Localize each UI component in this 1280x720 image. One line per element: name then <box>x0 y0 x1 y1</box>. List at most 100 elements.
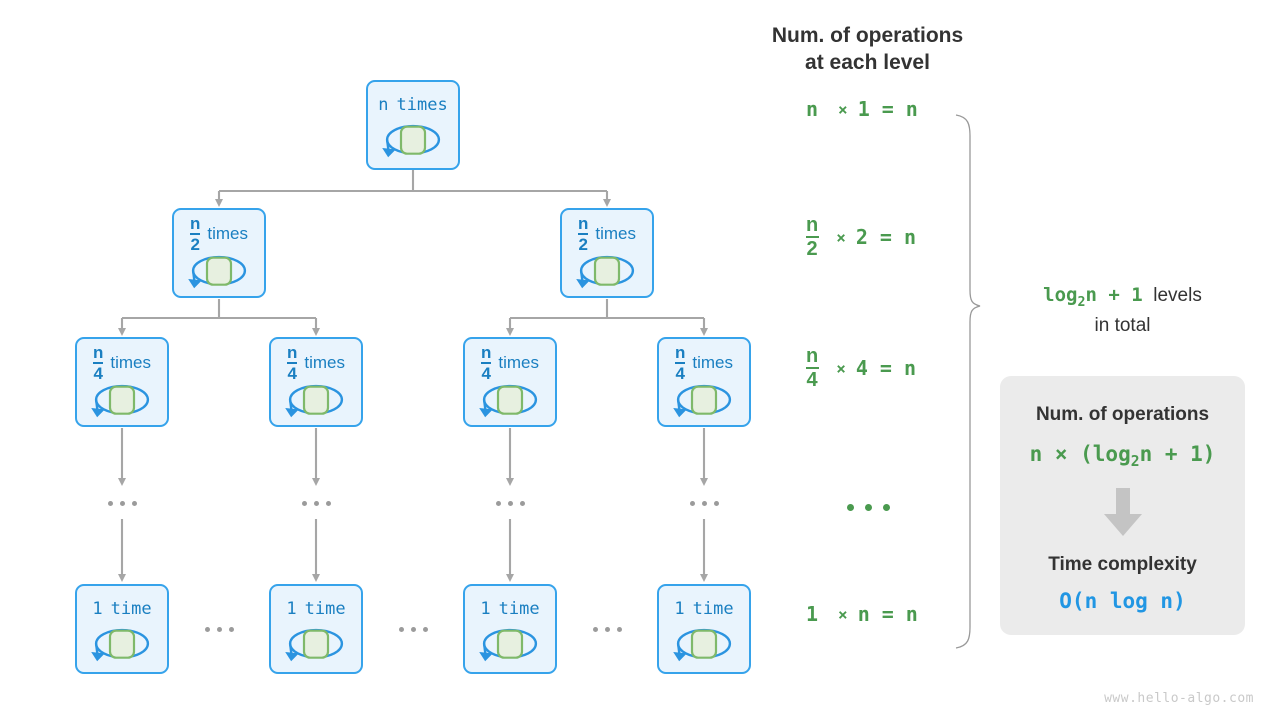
equals-operator: = <box>879 356 893 380</box>
node-count: n <box>378 94 389 115</box>
fraction: n 2 <box>189 214 201 253</box>
fraction: n 2 <box>806 215 820 261</box>
fraction-numerator: n <box>806 344 820 367</box>
recursion-node-level-last-3[interactable]: 1 time <box>463 584 557 674</box>
node-loop <box>87 379 157 428</box>
node-loop <box>378 119 448 168</box>
fraction-bar <box>92 362 104 364</box>
levels-formula: log2n + 1 <box>1043 284 1143 310</box>
watermark: www.hello-algo.com <box>1104 691 1254 706</box>
recursion-node-level-last-4[interactable]: 1 time <box>657 584 751 674</box>
recursion-node-level-3-4[interactable]: n 4 times <box>657 337 751 427</box>
fraction-numerator: n <box>286 343 298 362</box>
recursion-node-level-2-1[interactable]: n 2 times <box>172 208 266 298</box>
self-loop-icon <box>576 255 635 289</box>
node-unit: times <box>498 353 539 372</box>
operation-result: n <box>905 602 919 626</box>
operations-column-heading: Num. of operations at each level <box>745 22 990 77</box>
self-loop-icon <box>188 255 247 289</box>
fraction: n 4 <box>92 343 104 383</box>
recursion-node-level-last-2[interactable]: 1 time <box>269 584 363 674</box>
card-complexity-title: Time complexity <box>1048 554 1197 576</box>
card-ops-formula: n × (log2n + 1) <box>1029 442 1216 471</box>
down-arrow-icon <box>1103 488 1142 537</box>
fraction-bar <box>674 362 686 364</box>
fraction-bar <box>806 366 820 370</box>
recursion-node-level-1-1[interactable]: n times <box>366 80 460 170</box>
node-count: 1 <box>286 598 297 619</box>
operand-right: 1 <box>857 97 871 121</box>
node-label: n 2 times <box>189 215 248 253</box>
equals-operator: = <box>881 97 895 121</box>
node-unit: time <box>498 598 540 619</box>
vertical-ellipsis-1 <box>107 500 137 506</box>
node-label: n 4 times <box>92 344 151 382</box>
horizontal-ellipsis-2 <box>398 626 428 632</box>
node-loop <box>475 379 545 428</box>
operation-box <box>302 629 330 659</box>
self-loop-icon <box>285 628 344 662</box>
heading-line-2: at each level <box>805 51 930 75</box>
fraction-numerator: n <box>189 214 201 233</box>
node-loop <box>184 250 254 299</box>
equals-operator: = <box>879 225 893 249</box>
fraction: n 4 <box>674 343 686 383</box>
node-count: 1 <box>92 598 103 619</box>
recursion-node-level-3-3[interactable]: n 4 times <box>463 337 557 427</box>
fraction-bar <box>577 233 589 235</box>
operation-box <box>496 629 524 659</box>
node-loop <box>669 379 739 428</box>
fraction-numerator: n <box>674 343 686 362</box>
vertical-ellipsis-4 <box>689 500 719 506</box>
self-loop-icon <box>382 124 441 158</box>
self-loop-icon <box>479 628 538 662</box>
operand-right: 2 <box>855 225 869 249</box>
operation-box <box>690 385 718 415</box>
vertical-ellipsis-3 <box>495 500 525 506</box>
node-unit: times <box>396 94 448 115</box>
fraction: n 4 <box>286 343 298 382</box>
levels-label-line2: in total <box>1094 315 1151 337</box>
fraction-denominator: 4 <box>481 364 491 383</box>
recursion-node-level-last-1[interactable]: 1 time <box>75 584 169 674</box>
node-unit: times <box>595 224 636 243</box>
recursion-node-level-3-2[interactable]: n 4 times <box>269 337 363 427</box>
recursion-node-level-2-2[interactable]: n 2 times <box>560 208 654 298</box>
operation-box <box>302 385 330 415</box>
node-loop <box>281 379 351 428</box>
vertical-ellipsis-2 <box>301 500 331 506</box>
fraction-denominator: 2 <box>806 238 819 261</box>
operation-box <box>399 125 427 155</box>
operation-box <box>108 629 136 659</box>
node-unit: times <box>110 353 151 372</box>
fraction-numerator: n <box>92 343 104 362</box>
node-label: 1 time <box>480 595 539 622</box>
self-loop-icon <box>673 384 732 418</box>
node-label: n 4 times <box>674 344 733 382</box>
node-unit: time <box>692 598 734 619</box>
fraction-denominator: 4 <box>93 364 103 383</box>
summary-card: Num. of operations n × (log2n + 1) Time … <box>1000 376 1245 635</box>
fraction-denominator: 4 <box>675 364 685 383</box>
node-loop <box>87 623 157 672</box>
operand-left: n <box>806 97 820 121</box>
fraction-bar <box>806 235 820 239</box>
node-unit: time <box>304 598 346 619</box>
self-loop-icon <box>673 628 732 662</box>
levels-brace <box>955 114 981 649</box>
self-loop-icon <box>91 628 150 662</box>
node-loop <box>669 623 739 672</box>
operation-result: n <box>903 225 917 249</box>
times-operator: × <box>836 358 847 378</box>
fraction: n 2 <box>577 215 589 253</box>
horizontal-ellipsis-3 <box>592 626 622 632</box>
self-loop-icon <box>91 384 150 418</box>
node-label: n 4 times <box>480 344 539 382</box>
node-loop <box>281 623 351 672</box>
recursion-node-level-3-1[interactable]: n 4 times <box>75 337 169 427</box>
levels-in-total-text: log2n + 1 levels in total <box>1000 282 1245 340</box>
node-label: 1 time <box>286 595 345 622</box>
equals-operator: = <box>881 602 895 626</box>
operations-ellipsis <box>846 503 890 511</box>
